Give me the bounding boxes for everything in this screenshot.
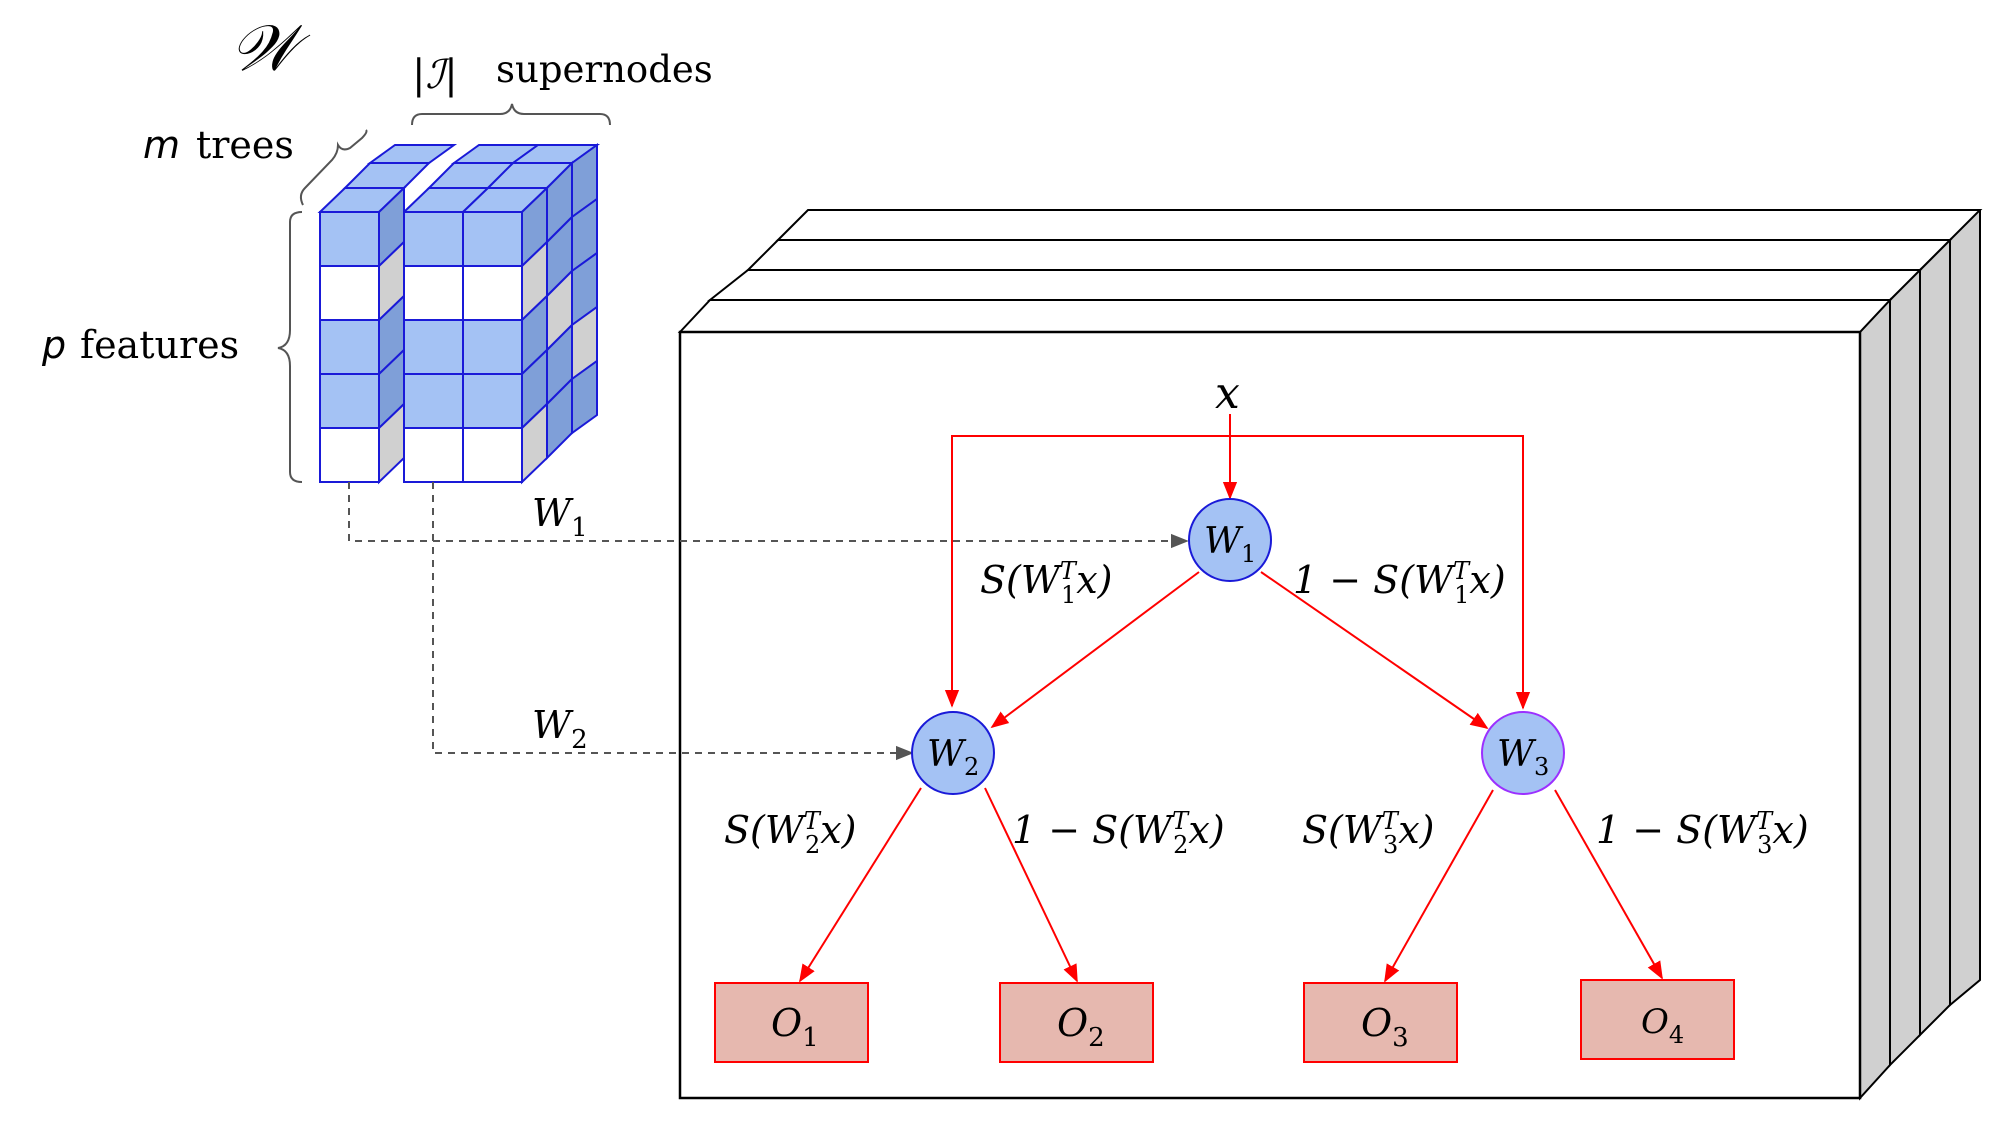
trees-var: m: [143, 123, 180, 167]
node-w1-label: W1: [1204, 521, 1256, 568]
output-o4-label: O4: [1641, 1002, 1684, 1049]
supernodes-text: supernodes: [496, 48, 713, 91]
trees-label: m trees: [143, 123, 294, 167]
supernodes-symbol: |ℐ|: [412, 52, 458, 98]
panel-layer-3: [745, 237, 1953, 1038]
output-o2-label: O2: [1057, 1001, 1105, 1053]
input-x-label: x: [1215, 368, 1240, 419]
output-o1: O1: [714, 982, 869, 1063]
dashed-label-w2: W2: [532, 703, 588, 755]
output-o2: O2: [999, 982, 1154, 1063]
edge-w3-to-o3: [1384, 789, 1494, 983]
edge-x-to-w3: [1230, 435, 1531, 710]
dashed-label-w1: W1: [532, 491, 588, 543]
tensor-side-right: [521, 143, 598, 485]
dashed-connectors: [348, 482, 1189, 761]
weight-tensor: [317, 143, 601, 485]
dashed-connector-w2: [432, 482, 914, 761]
features-label: p features: [41, 323, 239, 367]
node-w1: W1: [1188, 498, 1272, 582]
braces: [277, 103, 611, 483]
weights-symbol: 𝒲: [230, 12, 311, 86]
supernodes-label: |ℐ| supernodes: [412, 48, 713, 98]
node-w2: W2: [911, 711, 995, 795]
dashed-connector-w1: [348, 482, 1189, 549]
edge-x-to-w2: [944, 435, 1230, 708]
tensor-side-left: [378, 185, 405, 485]
edge-w2-to-o2: [984, 787, 1078, 983]
trees-brace: [299, 129, 368, 206]
node-w2-label: W2: [927, 734, 979, 781]
panel-stack: [677, 209, 1983, 1101]
output-o3: O3: [1303, 982, 1458, 1063]
panel-layer-1: [677, 297, 1893, 1101]
features-var: p: [41, 323, 66, 367]
edge-w1-to-w3: [1260, 571, 1489, 730]
panel-layer-4: [775, 209, 1983, 1008]
node-w3: W3: [1481, 711, 1565, 795]
output-o3-label: O3: [1361, 1001, 1409, 1053]
edge-w3-to-o4: [1554, 789, 1663, 980]
supernodes-brace: [411, 103, 611, 126]
features-text: features: [80, 323, 239, 367]
panel-front: [678, 330, 1862, 1100]
edge-w2-to-o1: [799, 787, 922, 983]
output-o4: O4: [1580, 979, 1735, 1060]
output-o1-label: O1: [771, 1001, 819, 1053]
tensor-top: [317, 144, 601, 213]
edge-w1-to-w2: [990, 571, 1200, 729]
trees-text: trees: [196, 123, 294, 167]
node-w3-label: W3: [1497, 734, 1549, 781]
tensor-front: [319, 211, 523, 483]
features-brace: [277, 211, 303, 483]
